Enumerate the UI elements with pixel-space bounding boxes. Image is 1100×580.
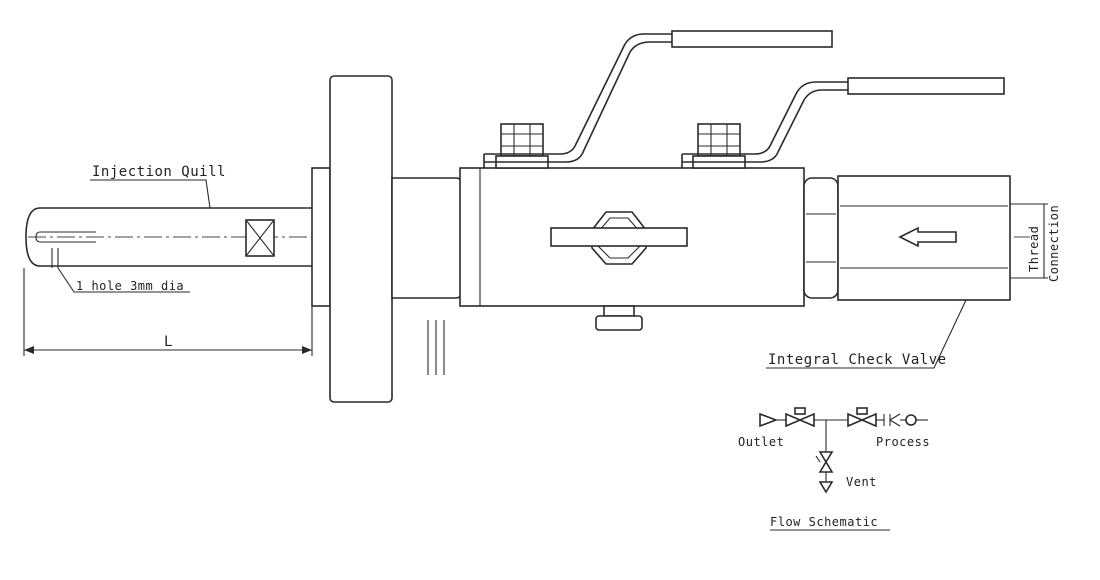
check-valve-icon: [883, 413, 901, 427]
flange-neck: [391, 177, 463, 299]
valve-icon-1: [785, 412, 815, 428]
schematic-process-label: Process: [876, 435, 930, 449]
label-hole: 1 hole 3mm dia: [76, 279, 184, 293]
vent-arrow-icon: [818, 481, 834, 494]
valve-actuator-1: [794, 407, 806, 415]
label-connection: Connection: [1047, 205, 1061, 282]
injection-quill: [25, 207, 312, 268]
bottom-nut: [595, 305, 643, 331]
label-thread: Thread: [1027, 226, 1041, 272]
label-injection-quill: Injection Quill: [92, 164, 226, 180]
quill-marker-box: [245, 219, 275, 257]
schematic-title: Flow Schematic: [770, 515, 878, 529]
valve-actuator-2: [856, 407, 868, 415]
schematic-outlet-label: Outlet: [738, 435, 784, 449]
label-integral-check-valve: Integral Check Valve: [768, 352, 947, 368]
flow-arrow: [898, 226, 957, 248]
top-nut-right: [692, 123, 746, 169]
leader-hole: [57, 267, 190, 293]
leader-injection-quill: [90, 179, 211, 209]
outlet-arrow-icon: [759, 412, 779, 428]
valve-icon-2: [847, 412, 877, 428]
length-dimension: [23, 268, 313, 356]
process-connection-icon: [905, 414, 917, 426]
flange-hub-left: [311, 167, 331, 307]
valve-handle-1: [483, 30, 833, 168]
flow-schematic: Outlet Process Vent Flow Schematic: [738, 407, 930, 531]
label-length: L: [164, 334, 173, 350]
flange: [329, 75, 393, 403]
leader-check-valve: [766, 299, 967, 369]
schematic-vent-label: Vent: [846, 475, 877, 489]
valve-handle-2: [681, 77, 1005, 168]
center-hex-nut: [550, 211, 688, 265]
thread-dimension: [1010, 203, 1048, 279]
vent-valve-icon: [818, 451, 834, 473]
